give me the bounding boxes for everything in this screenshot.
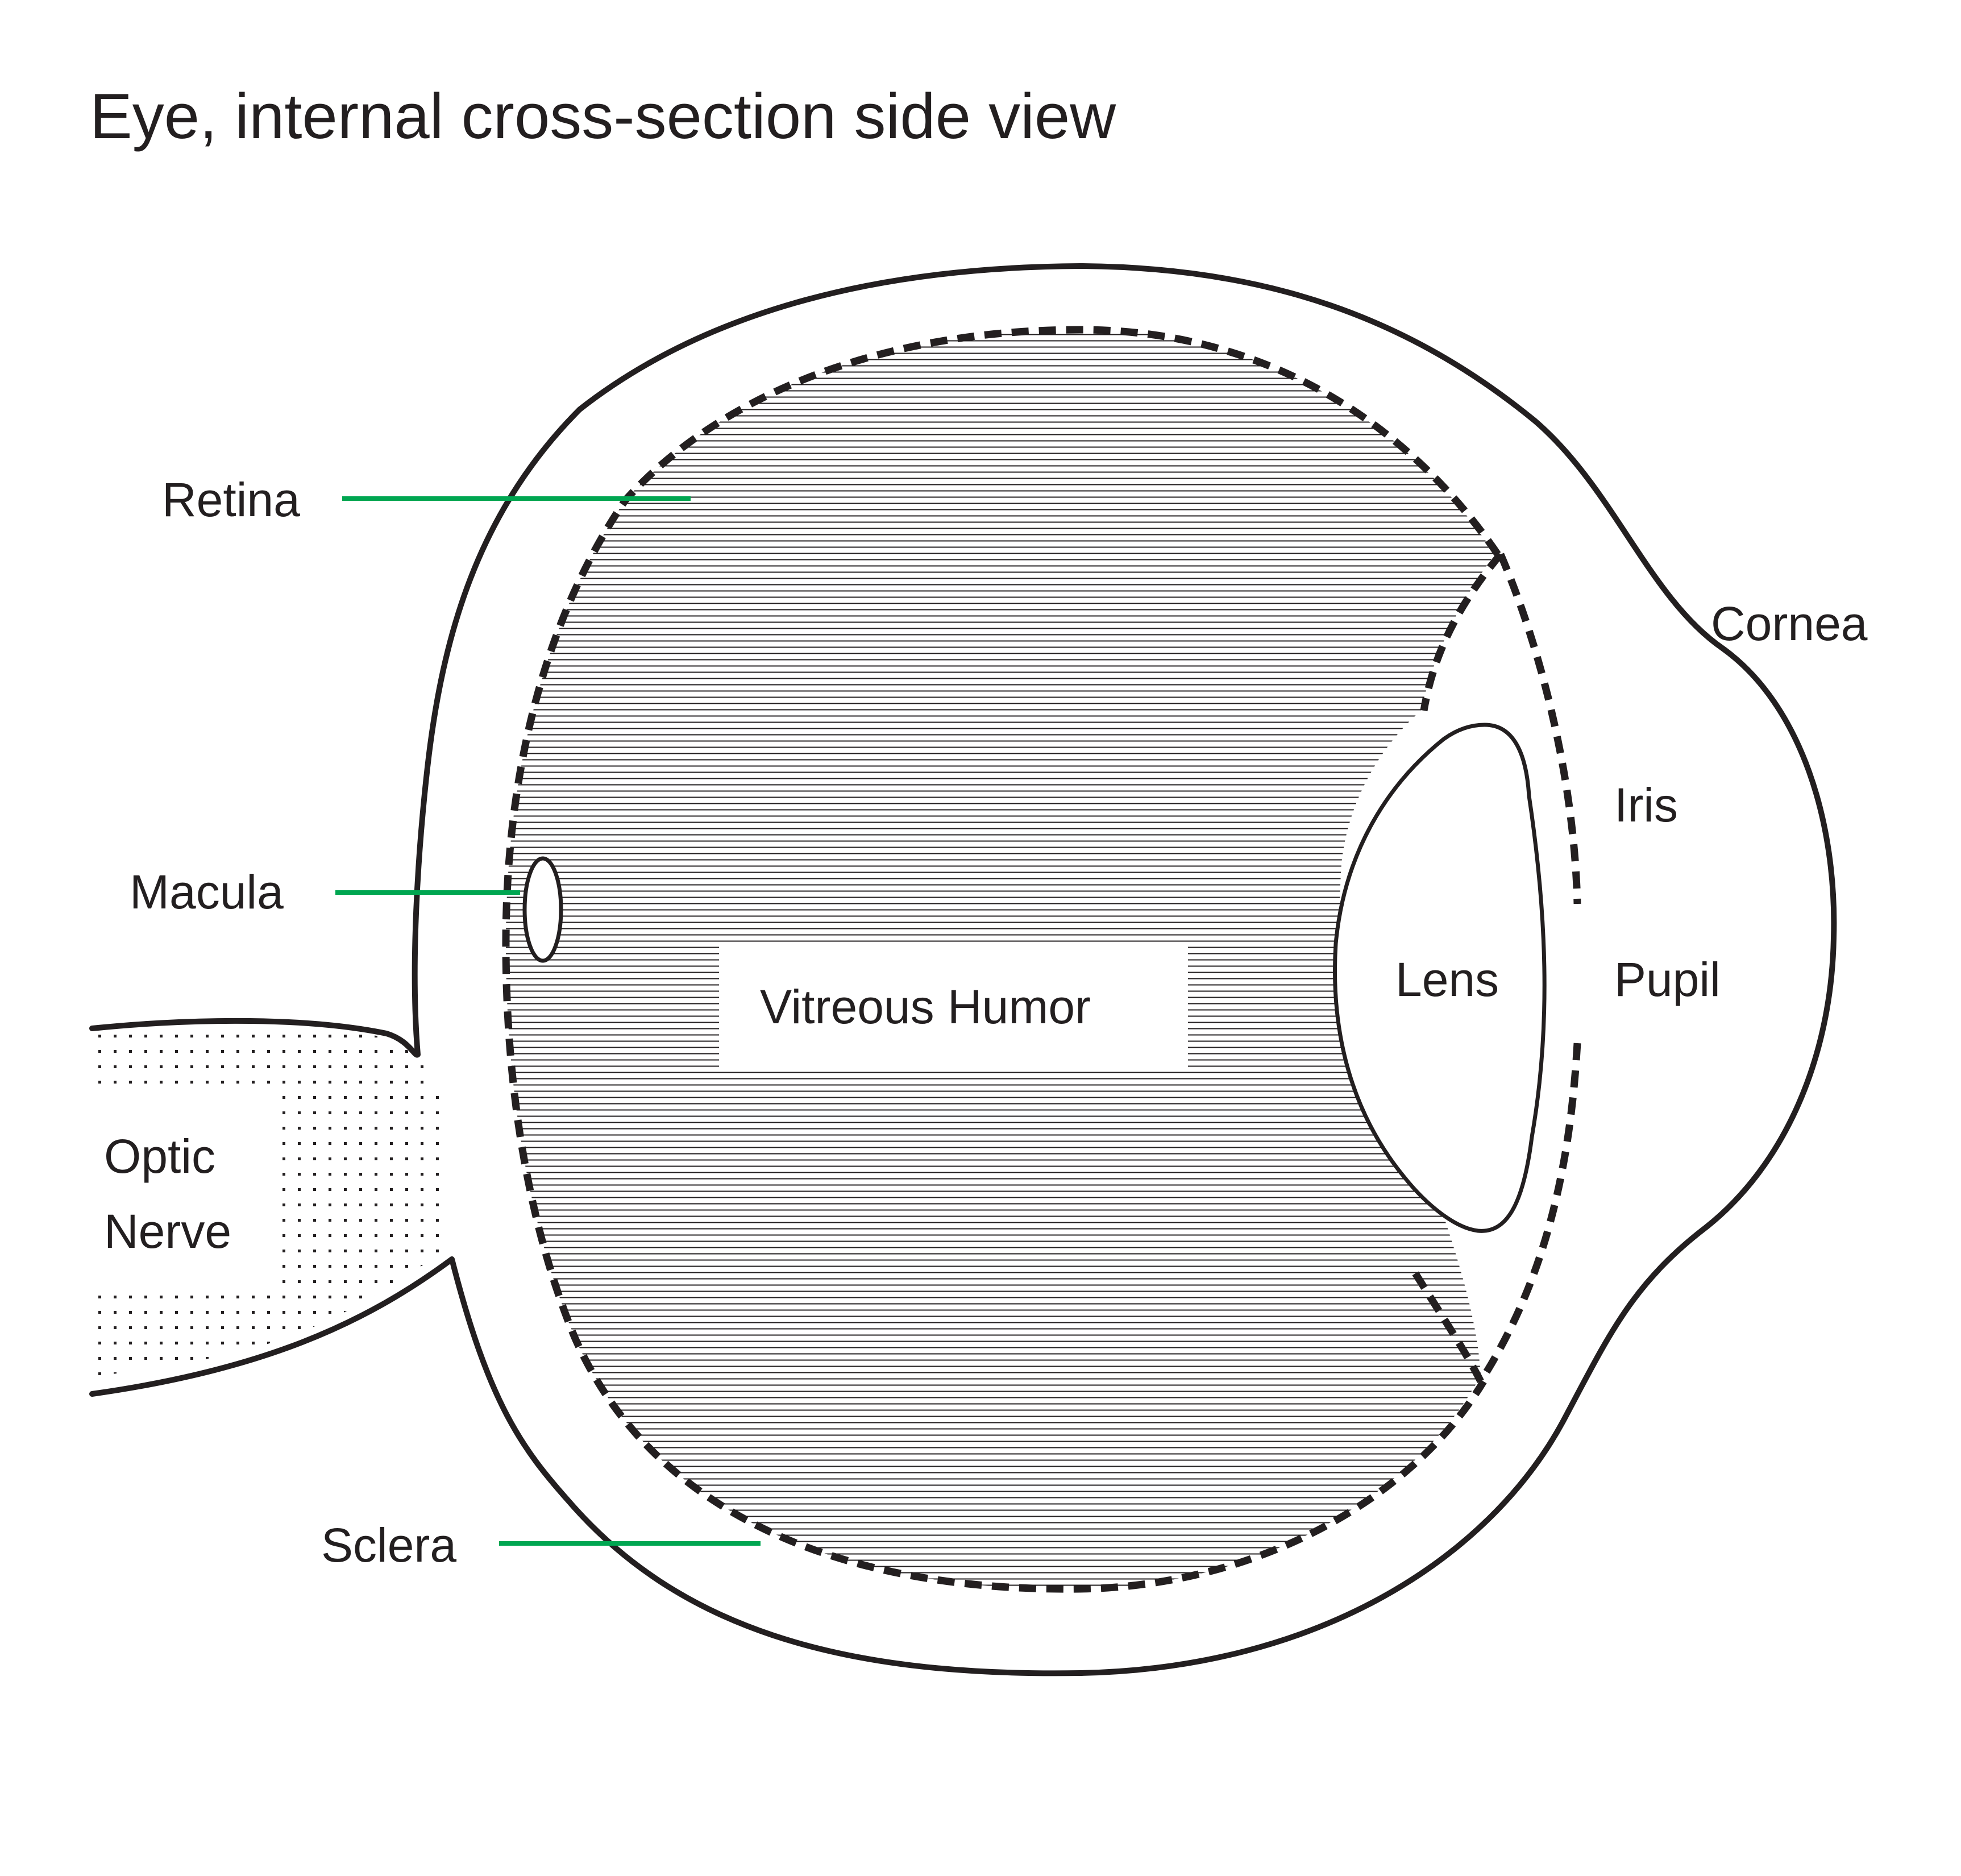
iris-lower-dashed-line: [1477, 1043, 1581, 1384]
macula-shape: [522, 856, 563, 963]
retina-dashed-outline: [502, 326, 1501, 1593]
retina-label: Retina: [162, 473, 300, 526]
optic-nerve-label-line2: Nerve: [104, 1205, 231, 1258]
iris-upper-dashed-line: [1497, 553, 1581, 904]
cornea-label: Cornea: [1711, 597, 1868, 650]
sclera-label: Sclera: [321, 1518, 456, 1572]
vitreous-label-box: [719, 944, 1188, 1072]
lens-shape: [1333, 723, 1547, 1233]
vitreous-humor-label: Vitreous Humor: [760, 980, 1091, 1034]
lens-label: Lens: [1395, 953, 1499, 1006]
diagram-title: Eye, internal cross-section side view: [90, 81, 1116, 152]
optic-nerve-label-line1: Optic: [104, 1130, 215, 1183]
sclera-outline: [89, 263, 1837, 1676]
upper-ciliary-dashed-line: [1420, 551, 1503, 712]
macula-label: Macula: [130, 865, 284, 919]
optic-nerve-label-mask: [94, 1091, 279, 1290]
iris-label: Iris: [1614, 778, 1678, 832]
pupil-label: Pupil: [1614, 953, 1721, 1006]
lower-ciliary-dashed-line: [1412, 1271, 1484, 1383]
